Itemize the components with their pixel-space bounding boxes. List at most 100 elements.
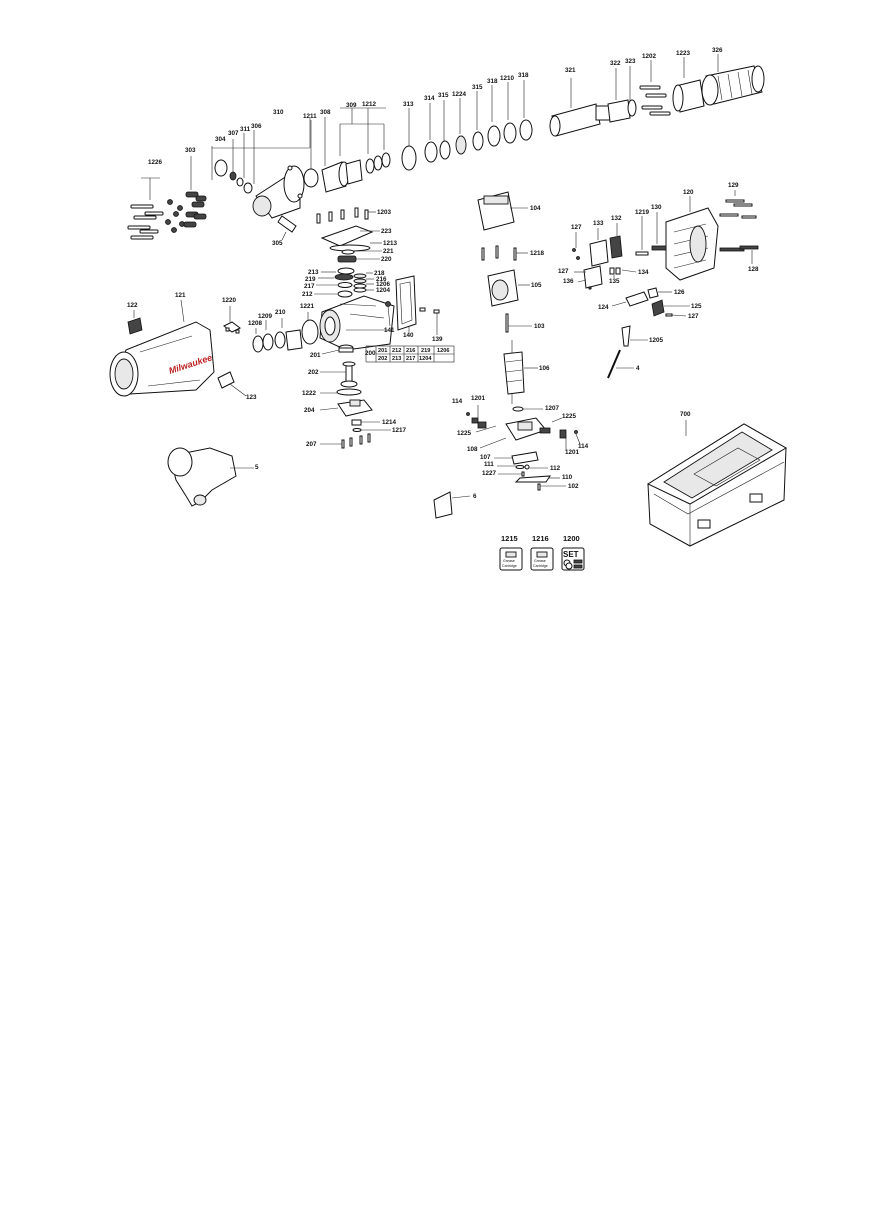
callout-1205: 1205 <box>649 337 664 344</box>
callout-1219: 1219 <box>635 209 650 216</box>
callout-128: 128 <box>748 266 759 273</box>
piston-201-202 <box>320 344 362 396</box>
callout-133: 133 <box>593 220 604 227</box>
callout-213: 213 <box>308 269 319 276</box>
callout-216: 216 <box>376 276 387 283</box>
callout-107: 107 <box>480 454 491 461</box>
callout-1222: 1222 <box>302 390 317 397</box>
stator-105 <box>487 269 530 307</box>
kit-table-cell: 216 <box>406 348 415 354</box>
callout-111: 111 <box>484 461 494 468</box>
callout-207: 207 <box>306 441 317 448</box>
kit-line2: Cartridge <box>502 564 517 568</box>
service-kit-1215: 1215 Grease Cartridge <box>499 534 523 571</box>
kit-table-cell: 217 <box>406 356 415 362</box>
screws-129 <box>719 190 757 219</box>
armature-106 <box>503 340 538 404</box>
kit-line1: Grease <box>503 559 515 563</box>
cylinder-310 <box>252 165 305 219</box>
callout-1208: 1208 <box>248 320 263 327</box>
cable-guard-1205-4 <box>607 325 648 379</box>
callout-105: 105 <box>531 282 542 289</box>
callout-309: 309 <box>346 102 357 109</box>
callout-307: 307 <box>228 130 239 137</box>
callout-4: 4 <box>636 365 640 372</box>
cover-223 <box>320 225 382 263</box>
callout-315: 315 <box>472 84 483 91</box>
part-123 <box>217 371 247 397</box>
kit-number-1200: 1200 <box>563 534 580 543</box>
callout-139: 139 <box>432 336 443 343</box>
callout-313: 313 <box>403 101 414 108</box>
callout-315: 315 <box>438 92 449 99</box>
callout-126: 126 <box>674 289 685 296</box>
parts-322-323 <box>607 66 637 123</box>
callout-1224: 1224 <box>452 91 467 98</box>
callout-132: 132 <box>611 215 622 222</box>
rings-1208-1209-210-1221 <box>252 312 319 353</box>
kit-table-200: 201 212 216 219 1206 202 213 217 1204 <box>365 345 455 363</box>
callout-104: 104 <box>530 205 541 212</box>
callout-326: 326 <box>712 47 723 54</box>
rear-group <box>572 190 787 547</box>
kit-line2: Cartridge <box>533 564 548 568</box>
callout-318: 318 <box>487 78 498 85</box>
switch-133-132 <box>572 223 623 267</box>
callout-218: 218 <box>374 270 385 277</box>
callout-123: 123 <box>246 394 257 401</box>
callout-311: 311 <box>240 126 251 133</box>
callout-114: 114 <box>452 398 463 405</box>
callout-306: 306 <box>251 123 262 130</box>
kit-table-cell: 219 <box>421 348 430 354</box>
switch-box-136 <box>574 265 637 290</box>
callout-202: 202 <box>308 369 319 376</box>
callout-1221: 1221 <box>300 303 315 310</box>
callout-108: 108 <box>467 446 478 453</box>
callout-130: 130 <box>651 204 662 211</box>
motor-column: 1215 Grease Cartridge 1216 Grease Cartri… <box>433 191 585 571</box>
callout-122: 122 <box>127 302 138 309</box>
kit-table-cell: 1204 <box>419 356 432 362</box>
kit-table-cell: 201 <box>378 348 387 354</box>
callout-305: 305 <box>272 240 283 247</box>
rings-1211-308-309-1212 <box>303 107 391 193</box>
screws-1203 <box>316 207 376 224</box>
callout-124: 124 <box>598 304 609 311</box>
callout-136: 136 <box>563 278 574 285</box>
gearbox-group: 201 212 216 219 1206 202 213 217 1204 Mi… <box>109 207 455 507</box>
callout-321: 321 <box>565 67 576 74</box>
callout-1201: 1201 <box>471 395 486 402</box>
callout-120: 120 <box>683 189 694 196</box>
callout-1210: 1210 <box>500 75 515 82</box>
gear-stack-213-1204 <box>314 267 374 298</box>
callout-1217: 1217 <box>392 427 407 434</box>
kit-line1: Grease <box>534 559 546 563</box>
front-housing-121: Milwaukee <box>109 299 215 397</box>
callout-310: 310 <box>273 109 284 116</box>
callout-200: 200 <box>365 350 376 357</box>
screws-1202 <box>639 60 671 116</box>
callout-1214: 1214 <box>382 419 397 426</box>
callout-110: 110 <box>562 474 573 481</box>
callout-106: 106 <box>539 365 550 372</box>
callout-102: 102 <box>568 483 579 490</box>
callout-1213: 1213 <box>383 240 398 247</box>
gear-housing-200 <box>319 295 395 351</box>
callout-1204: 1204 <box>376 287 391 294</box>
callout-1203: 1203 <box>377 209 392 216</box>
callout-217: 217 <box>304 283 315 290</box>
callout-318: 318 <box>518 72 529 79</box>
part-305 <box>277 215 297 241</box>
part-1220 <box>223 306 241 334</box>
parts-1223-326 <box>672 54 765 113</box>
part-103 <box>505 313 532 333</box>
callout-6: 6 <box>473 493 477 500</box>
gasket-140-141-139 <box>385 275 440 335</box>
callout-114: 114 <box>578 443 589 450</box>
callout-127: 127 <box>688 313 699 320</box>
callout-127: 127 <box>571 224 582 231</box>
top-assembly-group <box>127 54 765 241</box>
callout-1225: 1225 <box>562 413 577 420</box>
callout-134: 134 <box>638 269 649 276</box>
